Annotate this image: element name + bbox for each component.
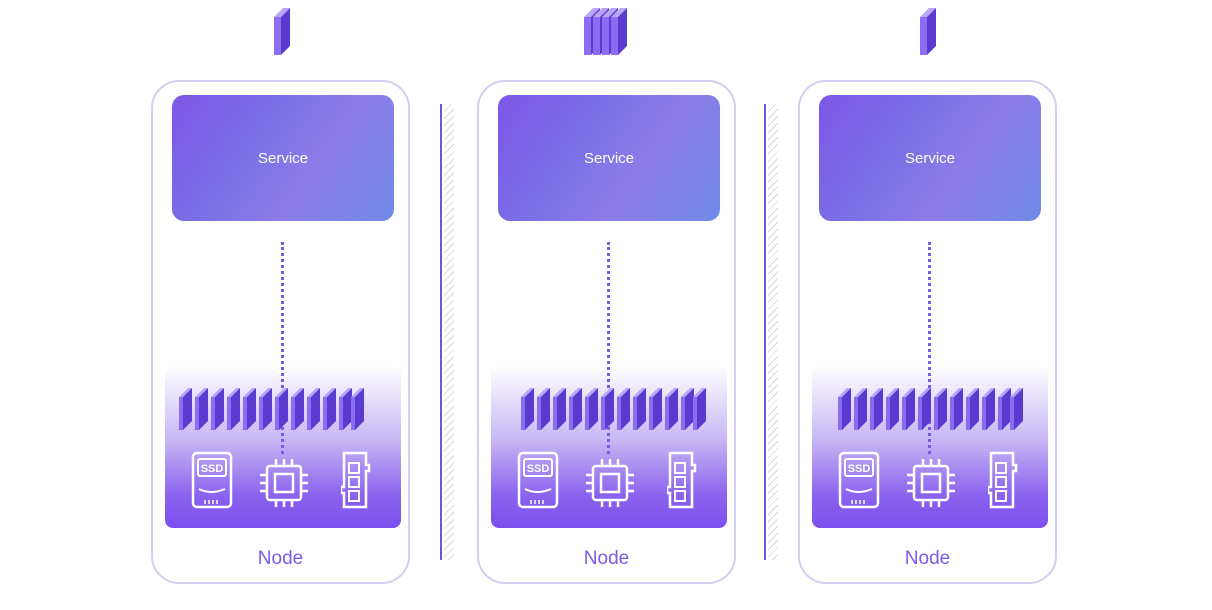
service-box: Service: [819, 95, 1041, 221]
service-box: Service: [172, 95, 394, 221]
cpu-icon: [907, 459, 955, 507]
chip-stack-icon: [179, 388, 364, 430]
chip-stack-icon: [838, 388, 1023, 430]
node-card: Service SSD Node: [151, 80, 410, 584]
divider-hatch: [444, 104, 454, 560]
service-box: Service: [498, 95, 720, 221]
node-label: Node: [257, 548, 304, 569]
single-chip-icon: [274, 8, 290, 55]
divider-line: [764, 104, 766, 560]
svg-text:SSD: SSD: [201, 463, 224, 475]
cpu-icon: [586, 459, 634, 507]
connector-line: [607, 242, 610, 454]
memory-icon: [341, 451, 371, 509]
service-label: Service: [257, 149, 309, 167]
svg-text:SSD: SSD: [848, 463, 871, 475]
cpu-icon: [260, 459, 308, 507]
ssd-icon: SSD: [838, 451, 880, 509]
node-label: Node: [904, 548, 951, 569]
divider-hatch: [768, 104, 778, 560]
service-label: Service: [904, 149, 956, 167]
svg-text:SSD: SSD: [527, 463, 550, 475]
memory-icon: [667, 451, 697, 509]
node-card: Service SSD Node: [477, 80, 736, 584]
memory-icon: [988, 451, 1018, 509]
connector-line: [281, 242, 284, 454]
node-label: Node: [583, 548, 630, 569]
connector-line: [928, 242, 931, 454]
ssd-icon: SSD: [191, 451, 233, 509]
divider-line: [440, 104, 442, 560]
chip-stack-icon: [521, 388, 706, 430]
ssd-icon: SSD: [517, 451, 559, 509]
single-chip-icon: [920, 8, 936, 55]
multi-chip-icon: [584, 8, 627, 55]
service-label: Service: [583, 149, 635, 167]
node-card: Service SSD Node: [798, 80, 1057, 584]
